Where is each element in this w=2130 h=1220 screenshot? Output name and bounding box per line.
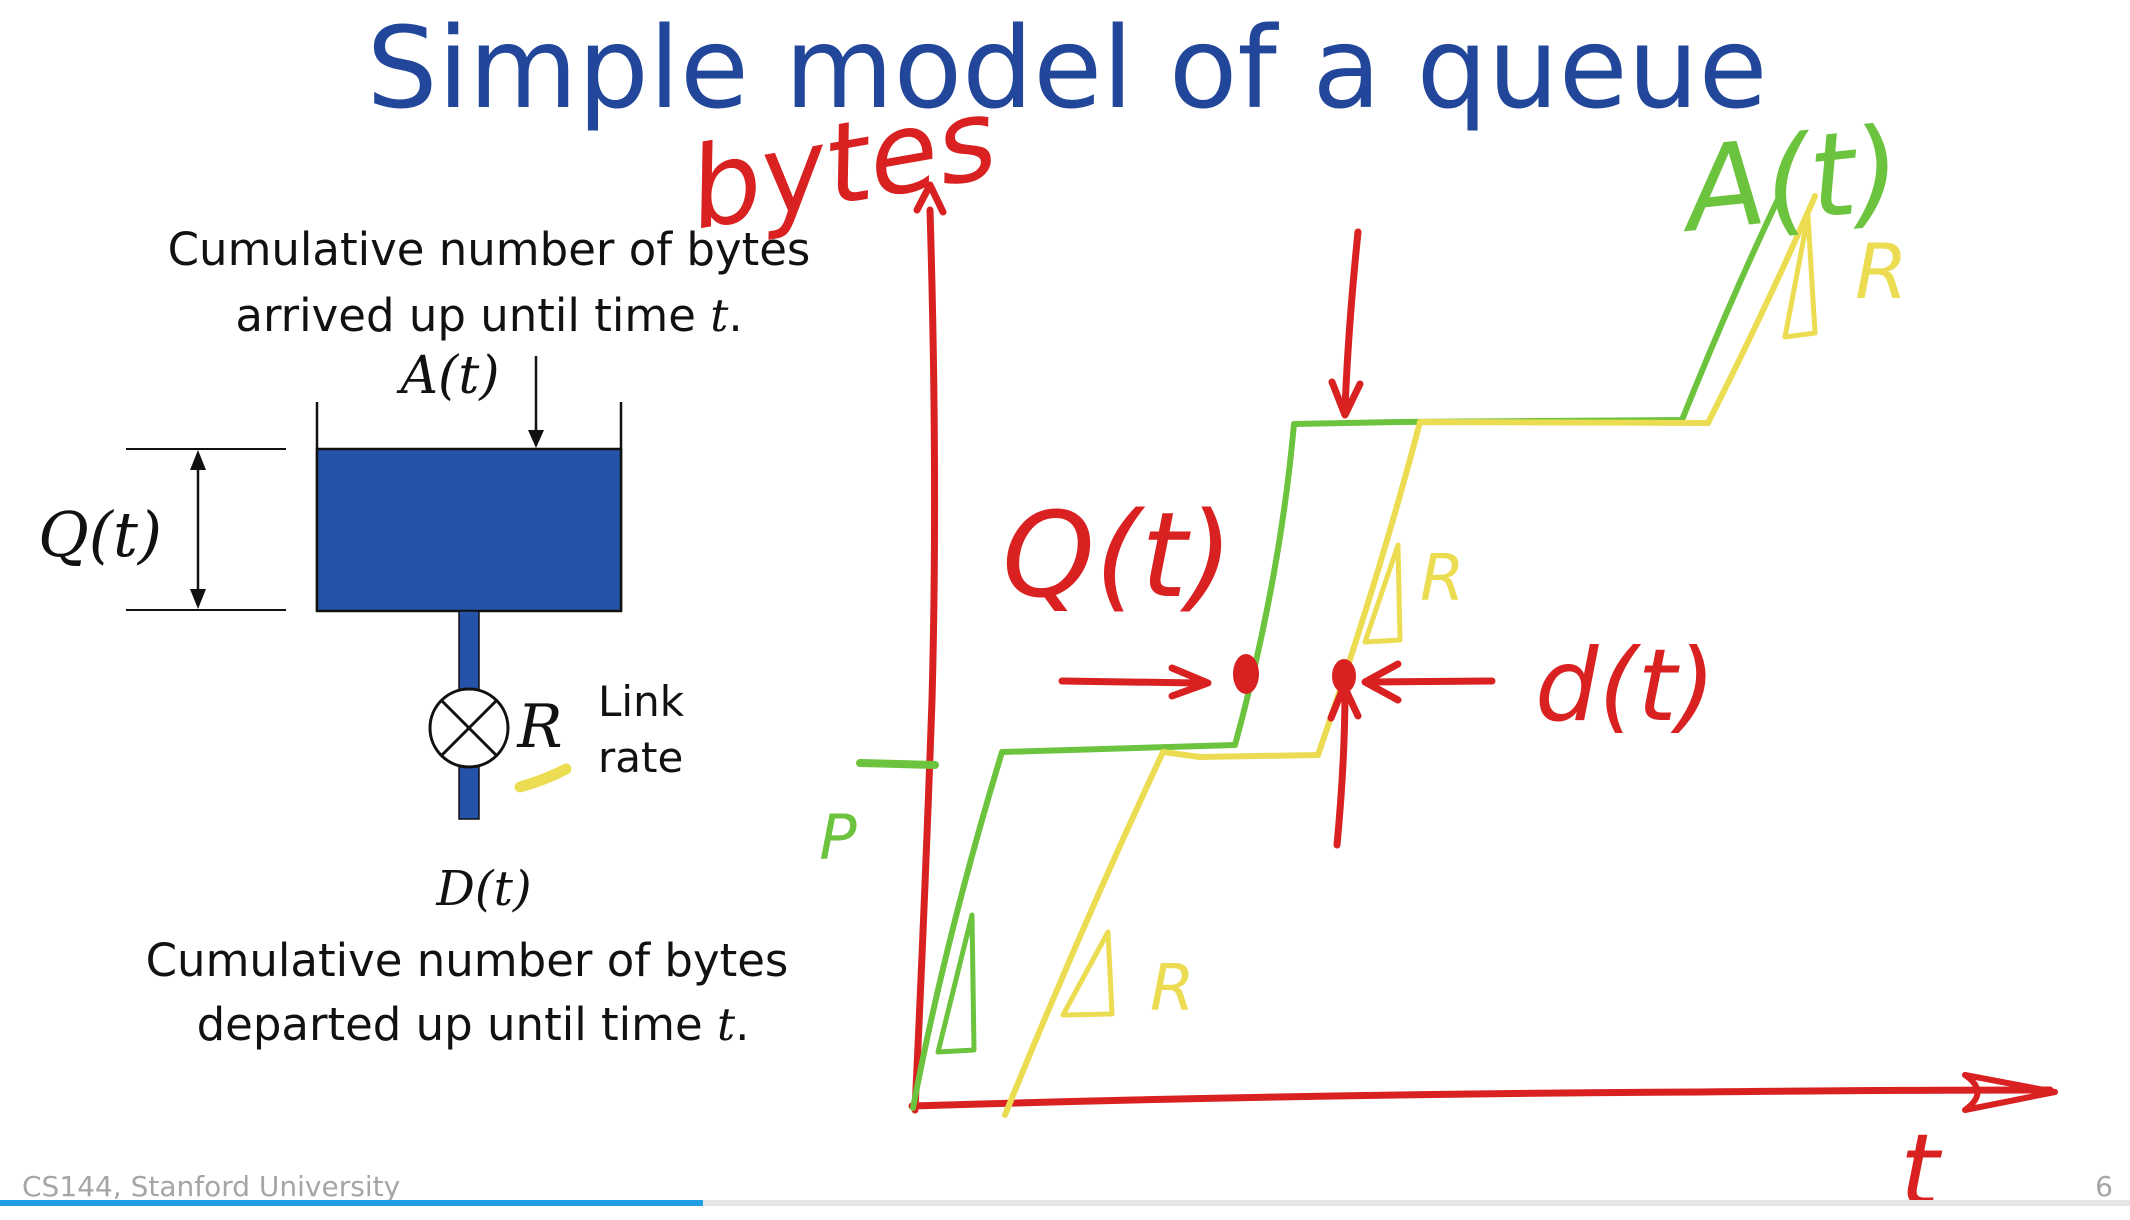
queue-model-diagram: Cumulative number of bytes arrived up un…	[38, 223, 810, 1051]
link-label-line1: Link	[598, 677, 685, 726]
departure-slope-triangle-3	[1782, 213, 1818, 340]
queue-fill	[315, 447, 623, 613]
slide-page-number: 6	[2095, 1170, 2113, 1203]
queue-label: Q(t)	[38, 498, 162, 571]
slide-footer: CS144, Stanford University	[22, 1170, 400, 1203]
departure-caption-line2: departed up until time t.	[197, 998, 750, 1051]
slope-label-2: R	[1420, 542, 1464, 616]
departure-slope-triangle-1	[1060, 929, 1115, 1018]
arrival-caption-line1: Cumulative number of bytes	[168, 223, 811, 276]
departure-label: D(t)	[435, 861, 531, 917]
x-axis-arrowhead	[1962, 1072, 2058, 1113]
arrival-point-arrow	[1058, 677, 1204, 687]
packet-size-tick	[856, 759, 939, 769]
y-axis-arrowhead	[913, 181, 947, 216]
arrival-slope-triangle	[935, 912, 977, 1055]
slope-label-1: R	[1150, 952, 1194, 1026]
rate-valve-cross-b	[439, 698, 499, 758]
departure-curve-label: d(t)	[1535, 627, 1716, 744]
y-axis	[911, 206, 939, 1114]
arrival-label: A(t)	[396, 346, 499, 406]
link-label-line2: rate	[598, 733, 683, 782]
queue-top-arrowhead	[1328, 378, 1364, 419]
slope-label-3: R	[1855, 227, 1908, 316]
departure-point-arrow	[1366, 677, 1496, 686]
arrival-caption-line2: arrived up until time t.	[235, 289, 742, 342]
departure-point-marker	[1332, 659, 1356, 693]
rate-label: R	[516, 692, 562, 762]
handwritten-plot: P R R R	[679, 74, 2058, 1220]
queue-top-arrow	[1341, 228, 1362, 414]
queue-curve-label: Q(t)	[1002, 486, 1233, 624]
x-axis	[908, 1086, 2054, 1110]
arrival-point-arrowhead	[1168, 664, 1212, 700]
departure-point-arrowhead	[1361, 660, 1402, 704]
departure-slope-triangle-2	[1362, 542, 1403, 645]
progress-fill	[0, 1200, 703, 1206]
departure-caption-line1: Cumulative number of bytes	[146, 934, 789, 987]
arrival-arrow-head	[528, 430, 544, 448]
queue-height-arrow-bottom	[190, 589, 206, 609]
slide-title: Simple model of a queue	[366, 4, 1767, 134]
progress-track[interactable]	[0, 1200, 2130, 1206]
packet-label: P	[819, 801, 857, 874]
arrival-curve-label: A(t)	[1672, 102, 1907, 260]
queue-bottom-arrow	[1333, 686, 1349, 849]
departure-curve	[1002, 193, 1818, 1118]
rate-highlight-mark	[514, 763, 572, 793]
arrival-curve	[910, 192, 1783, 1111]
queue-height-arrow-top	[190, 450, 206, 470]
arrival-point-marker	[1233, 654, 1259, 694]
